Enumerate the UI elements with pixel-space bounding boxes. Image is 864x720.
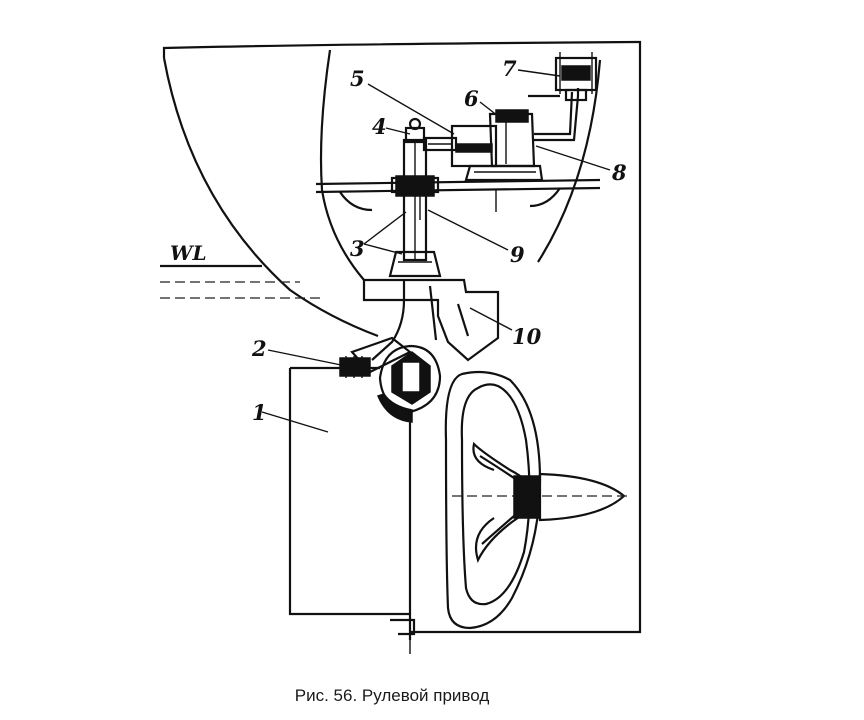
label-1: 1 <box>252 400 267 425</box>
hull-outline <box>162 40 642 634</box>
label-3: 3 <box>350 236 365 261</box>
label-4: 4 <box>372 114 387 139</box>
rudder-blade <box>288 366 416 654</box>
waterline: WL <box>160 241 320 299</box>
label-8: 8 <box>611 160 627 185</box>
deck-platform <box>315 178 601 220</box>
lower-bearing <box>376 344 442 423</box>
pump-unit <box>528 52 598 102</box>
label-10: 10 <box>512 324 542 349</box>
label-9: 9 <box>510 242 525 267</box>
propeller <box>452 441 632 563</box>
part-labels: 1 2 3 4 5 6 7 8 9 10 <box>251 56 627 425</box>
tiller-head <box>404 117 458 152</box>
label-6: 6 <box>464 86 479 111</box>
figure-caption: Рис. 56. Рулевой привод <box>294 686 490 705</box>
label-7: 7 <box>502 56 517 81</box>
rudder-stock <box>388 138 442 278</box>
hydraulic-line <box>534 88 580 142</box>
label-2: 2 <box>251 336 267 361</box>
waterline-label: WL <box>170 241 207 265</box>
rudder-trunk <box>362 278 500 362</box>
propeller-aperture <box>444 370 542 630</box>
label-5: 5 <box>350 66 365 91</box>
leader-lines <box>261 69 611 433</box>
steering-motor-unit <box>450 109 544 182</box>
